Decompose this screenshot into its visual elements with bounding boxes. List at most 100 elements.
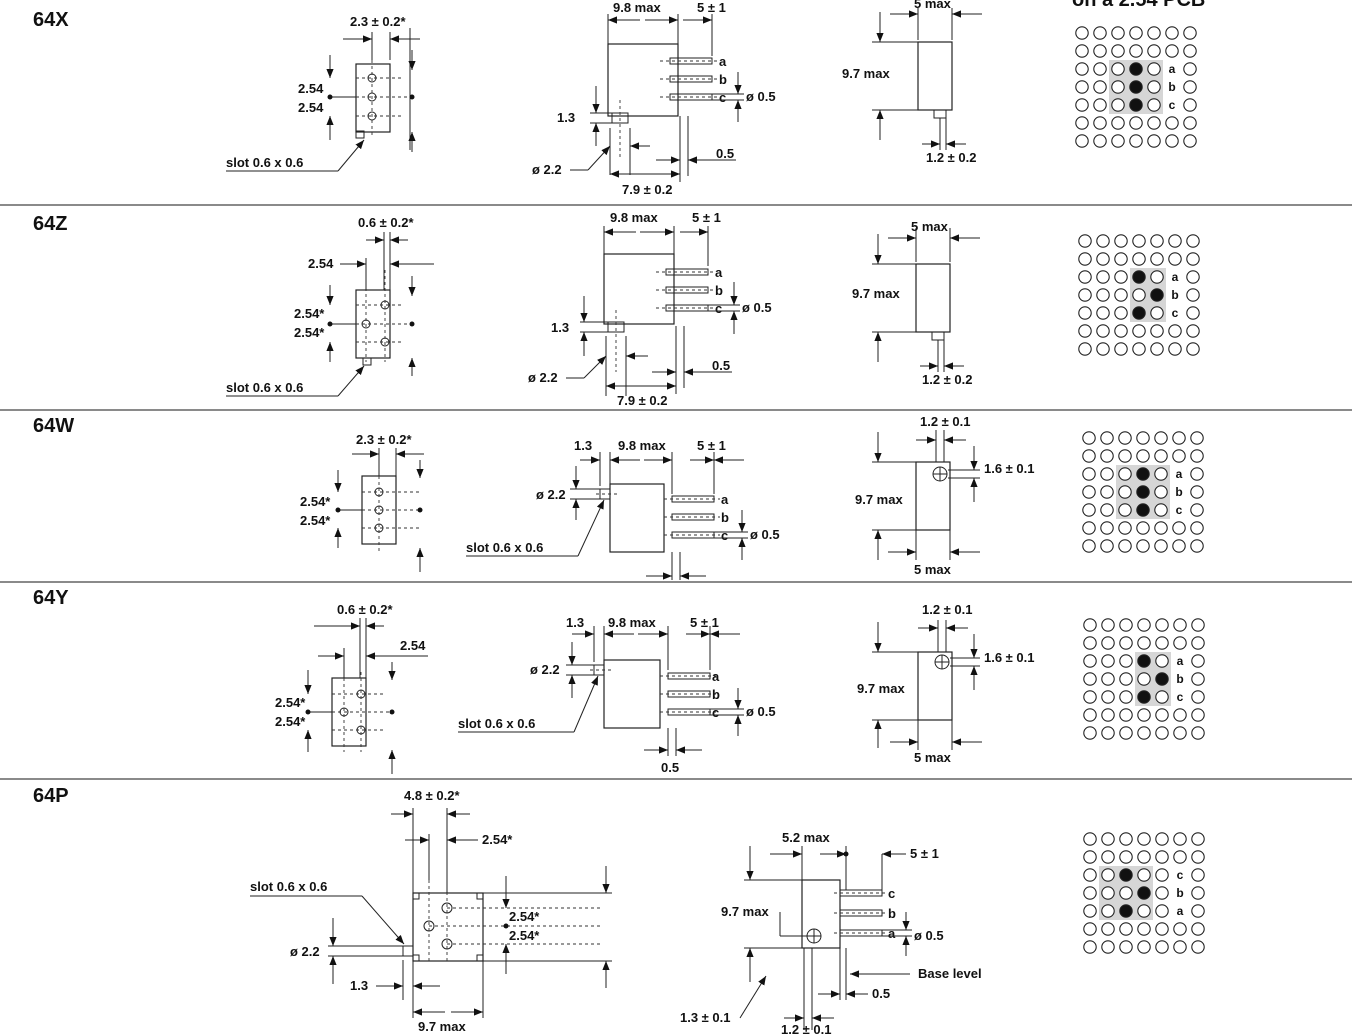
pcb-hole bbox=[1191, 672, 1205, 686]
pin-label: b bbox=[712, 687, 720, 702]
side-view: a b c 1.3 9.8 max 5 ± 1 ø 2.2 ø 0.5 bbox=[458, 615, 776, 775]
pcb-hole bbox=[1083, 922, 1097, 936]
pcb-hole bbox=[1114, 324, 1128, 338]
pcb-hole bbox=[1119, 636, 1133, 650]
pcb-hole bbox=[1101, 618, 1115, 632]
pcb-hole bbox=[1183, 134, 1197, 148]
pcb-pin-label: c bbox=[1172, 306, 1179, 320]
pcb-hole bbox=[1191, 654, 1205, 668]
pin-label: b bbox=[715, 283, 723, 298]
pcb-hole bbox=[1100, 449, 1114, 463]
pcb-hole bbox=[1183, 44, 1197, 58]
pcb-hole bbox=[1093, 62, 1107, 76]
pin-label: c bbox=[712, 705, 719, 720]
pcb-hole bbox=[1172, 449, 1186, 463]
pcb-hole bbox=[1137, 672, 1151, 686]
pcb-hole bbox=[1101, 832, 1115, 846]
pitch-label: 2.54* bbox=[300, 494, 331, 509]
pcb-hole bbox=[1082, 449, 1096, 463]
pcb-hole bbox=[1078, 234, 1092, 248]
pcb-hole bbox=[1132, 324, 1146, 338]
pcb-hole bbox=[1132, 252, 1146, 266]
pitch-label: 2.54* bbox=[275, 714, 306, 729]
pcb-hole bbox=[1147, 62, 1161, 76]
pcb-hole bbox=[1101, 940, 1115, 954]
pcb-hole bbox=[1147, 98, 1161, 112]
hole-diameter-label: ø 2.2 bbox=[290, 944, 320, 959]
pcb-hole bbox=[1150, 342, 1164, 356]
pin-label: a bbox=[888, 926, 896, 941]
length-label: 9.8 max bbox=[608, 615, 656, 630]
pcb-hole bbox=[1191, 904, 1205, 918]
model-code: 64W bbox=[33, 415, 74, 437]
pcb-hole bbox=[1083, 726, 1097, 740]
pcb-hole bbox=[1096, 288, 1110, 302]
row-64z: 64Z 0.6 ± 0.2* 2.54 2. bbox=[33, 210, 1200, 408]
pcb-hole bbox=[1111, 134, 1125, 148]
pcb-hole bbox=[1154, 521, 1168, 535]
pcb-hole bbox=[1186, 270, 1200, 284]
top-view: 2.3 ± 0.2* 2.54 2.54 slot 0.6 x 0.6 bbox=[226, 14, 420, 172]
pin-length-label: 5 ± 1 bbox=[697, 0, 726, 15]
pcb-hole bbox=[1150, 306, 1164, 320]
hole-diameter-label: ø 2.2 bbox=[532, 162, 562, 177]
end-view: 1.2 ± 0.1 1.6 ± 0.1 9.7 max 5 max bbox=[857, 602, 1035, 765]
pitch-label: 2.54* bbox=[300, 513, 331, 528]
length-label: 9.8 max bbox=[610, 210, 658, 225]
slot-label: slot 0.6 x 0.6 bbox=[226, 380, 303, 395]
pcb-hole bbox=[1191, 850, 1205, 864]
pcb-hole bbox=[1168, 252, 1182, 266]
pcb-pin-label: b bbox=[1171, 288, 1178, 302]
pcb-hole bbox=[1154, 485, 1168, 499]
pitch-label: 2.54 bbox=[298, 81, 324, 96]
pcb-hole bbox=[1136, 449, 1150, 463]
hole-diameter-label: ø 2.2 bbox=[536, 487, 566, 502]
row-64x: 64X 2.3 ± 0.2* 2.54 2.54 bbox=[33, 0, 1197, 197]
pcb-hole bbox=[1119, 832, 1133, 846]
pcb-hole bbox=[1154, 431, 1168, 445]
pcb-hole bbox=[1136, 521, 1150, 535]
pcb-hole bbox=[1111, 116, 1125, 130]
pcb-hole bbox=[1119, 690, 1133, 704]
pcb-hole bbox=[1137, 940, 1151, 954]
pcb-grid: abc bbox=[1083, 618, 1205, 740]
pcb-hole bbox=[1083, 654, 1097, 668]
pcb-pin-label: b bbox=[1176, 672, 1183, 686]
top-view: 0.6 ± 0.2* 2.54 2.54* 2.54* bbox=[275, 602, 428, 774]
height-label: 9.7 max bbox=[857, 681, 905, 696]
pcb-hole bbox=[1083, 672, 1097, 686]
offset-label: 1.3 bbox=[350, 978, 368, 993]
pcb-grid: cba bbox=[1083, 832, 1205, 954]
pcb-hole bbox=[1101, 886, 1115, 900]
spacing-label: 7.9 ± 0.2 bbox=[617, 393, 668, 408]
pcb-pin-hole bbox=[1129, 80, 1143, 94]
height-label: 9.7 max bbox=[721, 904, 769, 919]
pcb-hole bbox=[1147, 26, 1161, 40]
pin-length-label: 5 ± 1 bbox=[690, 615, 719, 630]
pcb-hole bbox=[1100, 539, 1114, 553]
pcb-hole bbox=[1155, 850, 1169, 864]
pcb-hole bbox=[1154, 539, 1168, 553]
pitch-label: 2.54 bbox=[308, 256, 334, 271]
pcb-grid: abc bbox=[1075, 26, 1197, 148]
pcb-hole bbox=[1137, 618, 1151, 632]
pcb-hole bbox=[1186, 342, 1200, 356]
pcb-hole bbox=[1155, 940, 1169, 954]
pcb-hole bbox=[1101, 850, 1115, 864]
pcb-pin-hole bbox=[1150, 288, 1164, 302]
pcb-hole bbox=[1191, 636, 1205, 650]
pcb-hole bbox=[1082, 431, 1096, 445]
pcb-hole bbox=[1150, 270, 1164, 284]
pcb-hole bbox=[1093, 134, 1107, 148]
base-level-label: Base level bbox=[918, 966, 982, 981]
pcb-hole bbox=[1075, 80, 1089, 94]
width-label: 5 max bbox=[914, 750, 952, 765]
pcb-hole bbox=[1154, 449, 1168, 463]
dim-label: 1.2 ± 0.1 bbox=[920, 414, 971, 429]
pin-label: b bbox=[719, 72, 727, 87]
gap-label: 0.5 bbox=[712, 358, 730, 373]
pcb-hole bbox=[1190, 467, 1204, 481]
pcb-hole bbox=[1118, 467, 1132, 481]
pcb-pin-label: c bbox=[1177, 868, 1184, 882]
pcb-hole bbox=[1101, 904, 1115, 918]
